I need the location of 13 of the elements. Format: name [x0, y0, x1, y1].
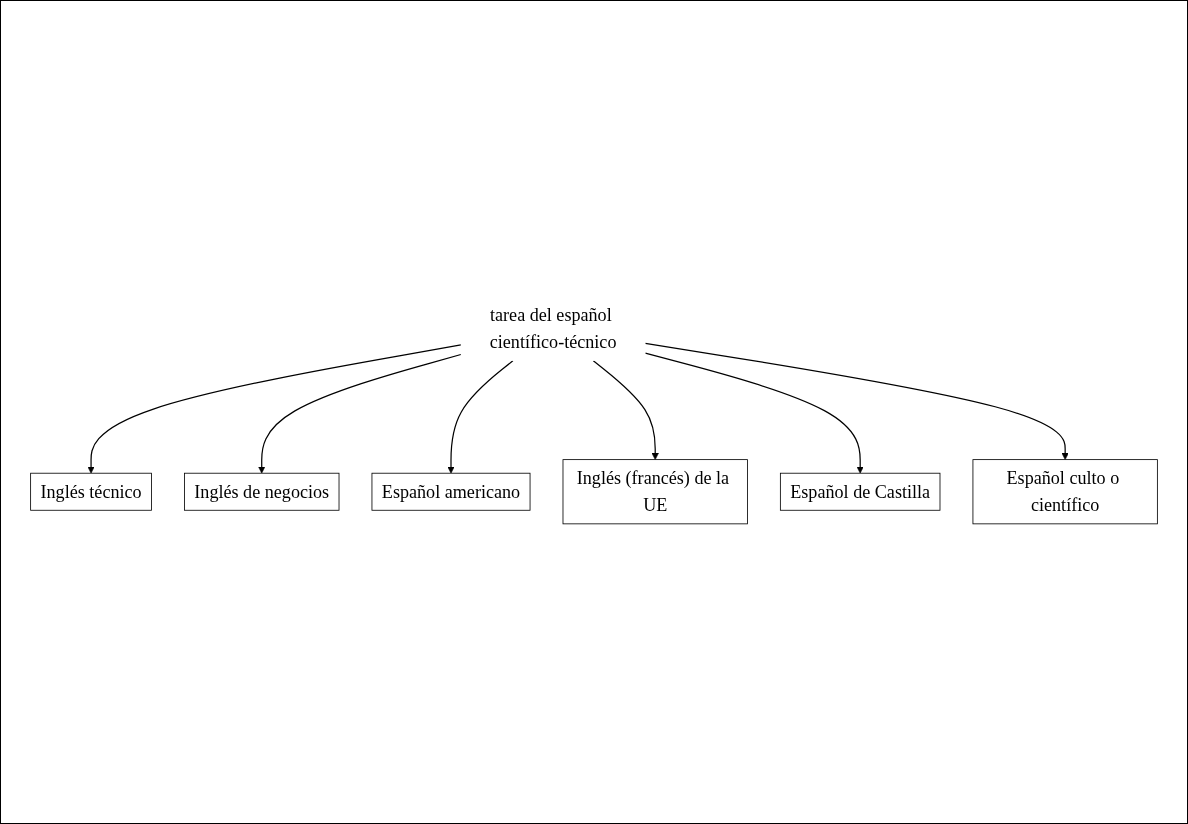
node-box: Inglés (francés) de la UE: [562, 459, 748, 525]
node-box: Español americano: [371, 472, 531, 511]
arrow: [644, 342, 1069, 460]
arrow: [592, 360, 659, 460]
node-box: Inglés de negocios: [184, 472, 340, 511]
node-text: tarea del español científico-técnico: [489, 304, 617, 353]
node-box: Español de Castilla: [779, 472, 941, 511]
arrow: [447, 360, 514, 474]
node-box: Inglés técnico: [30, 472, 152, 511]
arrow: [87, 344, 462, 474]
arrow: [644, 352, 864, 474]
arrow: [258, 353, 462, 474]
node-box: Español culto o científico: [972, 459, 1158, 525]
